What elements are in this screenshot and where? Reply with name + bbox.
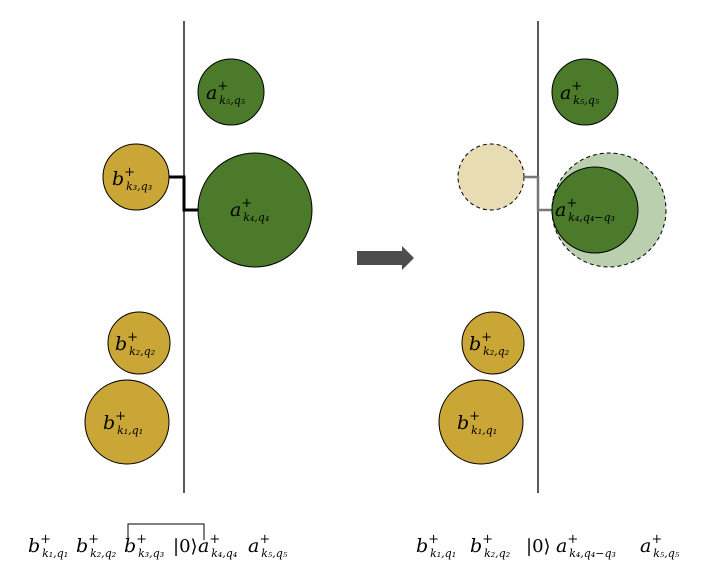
right-equation: b+k₁,q₁ b+k₂,q₂ |0⟩ a+k₄,q₄−q₃ a+k₅,q₅ bbox=[416, 532, 680, 560]
right-circle-a4 bbox=[551, 166, 639, 254]
right-label-b1: b+k₁,q₁ bbox=[457, 409, 497, 437]
left-label-b2: b+k₂,q₂ bbox=[115, 330, 155, 358]
right-circle-b2 bbox=[461, 311, 525, 375]
left-circle-b1 bbox=[84, 379, 170, 465]
right-pairing-bracket bbox=[524, 175, 553, 212]
left-pairing-bracket bbox=[169, 175, 199, 212]
left-eq-term-3: b+k₃,q₃ bbox=[124, 532, 164, 560]
transition-arrow bbox=[357, 246, 414, 270]
left-label-a4: a+k₄,q₄ bbox=[230, 196, 269, 224]
right-circle-a5 bbox=[551, 58, 619, 126]
left-equation: b+k₁,q₁ b+k₂,q₂ b+k₃,q₃ |0⟩ a+k₄,q₄ a+k₅… bbox=[28, 523, 288, 560]
right-eq-vacuum: |0⟩ bbox=[526, 536, 551, 557]
left-eq-term-2: b+k₂,q₂ bbox=[76, 532, 116, 560]
right-eq-term-2: b+k₂,q₂ bbox=[470, 532, 510, 560]
left-eq-term-5: a+k₅,q₅ bbox=[248, 532, 288, 560]
left-circle-b2 bbox=[107, 311, 171, 375]
left-eq-term-1: b+k₁,q₁ bbox=[28, 532, 68, 560]
right-circle-b1 bbox=[438, 379, 524, 465]
left-circle-a5 bbox=[197, 58, 265, 126]
right-label-a4: a+k₄,q₄−q₃ bbox=[555, 196, 615, 224]
left-circle-a4 bbox=[197, 152, 313, 268]
right-eq-term-4: a+k₅,q₅ bbox=[640, 532, 680, 560]
right-eq-term-3: a+k₄,q₄−q₃ bbox=[556, 532, 616, 560]
left-equation-bracket bbox=[127, 523, 205, 540]
right-label-a5: a+k₅,q₅ bbox=[560, 79, 600, 107]
right-panel: a+k₅,q₅ a+k₄,q₄−q₃ b+k₂,q₂ b+k₁,q₁ bbox=[438, 21, 667, 493]
left-label-b3: b+k₃,q₃ bbox=[112, 165, 152, 193]
left-label-b1: b+k₁,q₁ bbox=[103, 409, 143, 437]
left-circle-b3 bbox=[102, 143, 170, 211]
left-label-a5: a+k₅,q₅ bbox=[206, 79, 246, 107]
right-label-b2: b+k₂,q₂ bbox=[469, 330, 509, 358]
left-eq-term-4: a+k₄,q₄ bbox=[198, 532, 237, 560]
left-eq-vacuum: |0⟩ bbox=[173, 536, 198, 557]
right-eq-term-1: b+k₁,q₁ bbox=[416, 532, 456, 560]
left-panel: b+k₃,q₃ b+k₂,q₂ b+k₁,q₁ a+k₅,q₅ a+k₄,q₄ bbox=[84, 21, 313, 493]
right-ghost-b3 bbox=[457, 143, 525, 211]
